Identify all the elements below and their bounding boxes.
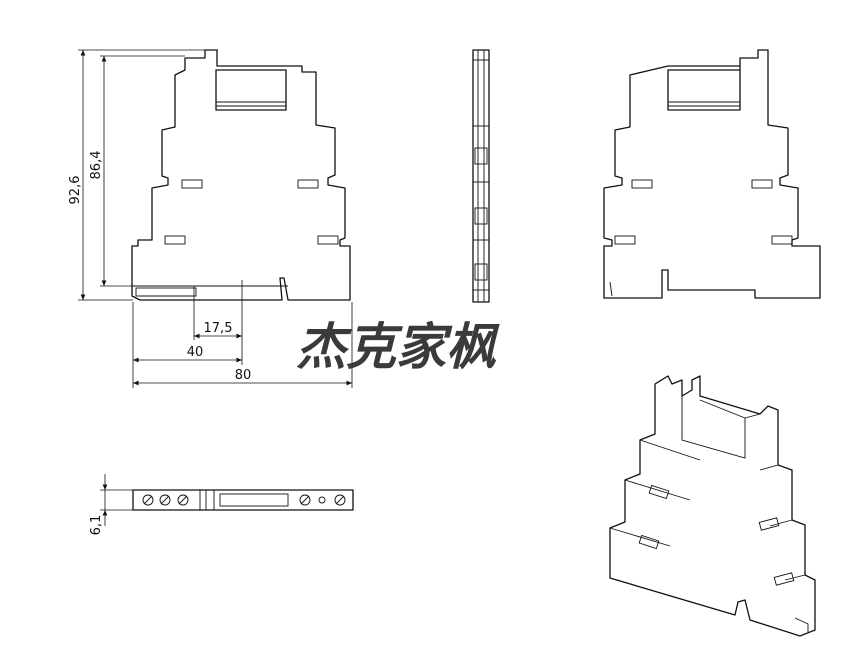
dim-thickness: 6,1 bbox=[89, 515, 104, 536]
rear-view bbox=[603, 49, 821, 299]
isometric-view bbox=[609, 375, 816, 637]
dim-width-small: 17,5 bbox=[204, 321, 233, 336]
dim-width-total: 80 bbox=[235, 368, 252, 383]
dimension-labels: 92,6 86,4 17,5 40 80 6,1 bbox=[68, 151, 251, 536]
dimension-lines bbox=[78, 49, 353, 526]
dim-height-inner: 86,4 bbox=[89, 151, 104, 180]
front-view bbox=[131, 49, 351, 301]
watermark-text: 杰克家枫 bbox=[296, 318, 500, 376]
dim-width-mid: 40 bbox=[187, 345, 204, 360]
side-view bbox=[472, 49, 490, 303]
dim-height-total: 92,6 bbox=[68, 176, 83, 205]
top-view bbox=[132, 489, 354, 511]
